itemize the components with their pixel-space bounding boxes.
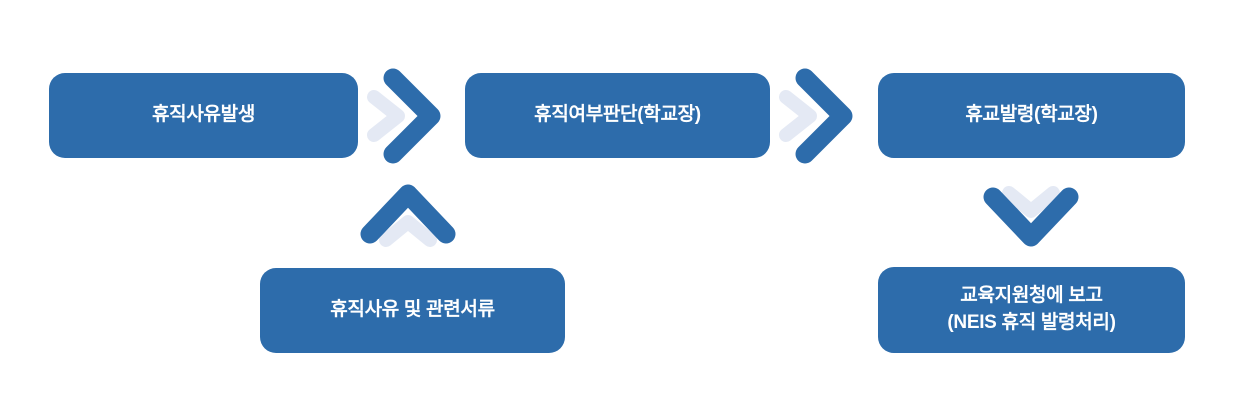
double-chevron-down-icon xyxy=(983,186,1079,247)
double-chevron-right-icon xyxy=(367,68,441,164)
chevron-right-light-layer xyxy=(779,90,817,142)
chevron-down-light-layer xyxy=(1002,186,1060,218)
chevron-down-dark-layer xyxy=(983,187,1079,247)
flow-step-leave-cause: 휴직사유발생 xyxy=(49,73,358,158)
flow-step-report-office: 교육지원청에 보고 (NEIS 휴직 발령처리) xyxy=(878,267,1185,353)
chevron-up-light-layer xyxy=(379,215,437,247)
chevron-right-dark-layer xyxy=(795,68,853,164)
chevron-right-dark-layer xyxy=(383,68,441,164)
chevron-right-light-layer xyxy=(367,90,405,142)
flow-step-leave-judgement-label: 휴직여부판단(학교장) xyxy=(534,104,701,126)
report-line-2: (NEIS 휴직 발령처리) xyxy=(947,312,1116,333)
flow-step-attachment-docs-label: 휴직사유 및 관련서류 xyxy=(330,299,495,321)
flow-step-leave-cause-label: 휴직사유발생 xyxy=(151,104,256,126)
double-chevron-right-icon xyxy=(779,68,853,164)
flow-step-leave-judgement: 휴직여부판단(학교장) xyxy=(465,73,770,158)
flow-step-report-office-label: 교육지원청에 보고 (NEIS 휴직 발령처리) xyxy=(947,283,1116,336)
flow-step-closure-order: 휴교발령(학교장) xyxy=(878,73,1185,158)
double-chevron-up-icon xyxy=(360,184,456,247)
chevron-up-dark-layer xyxy=(360,184,456,244)
flow-step-closure-order-label: 휴교발령(학교장) xyxy=(965,104,1098,126)
report-line-1: 교육지원청에 보고 xyxy=(960,285,1103,307)
flow-step-attachment-docs: 휴직사유 및 관련서류 xyxy=(260,268,565,353)
